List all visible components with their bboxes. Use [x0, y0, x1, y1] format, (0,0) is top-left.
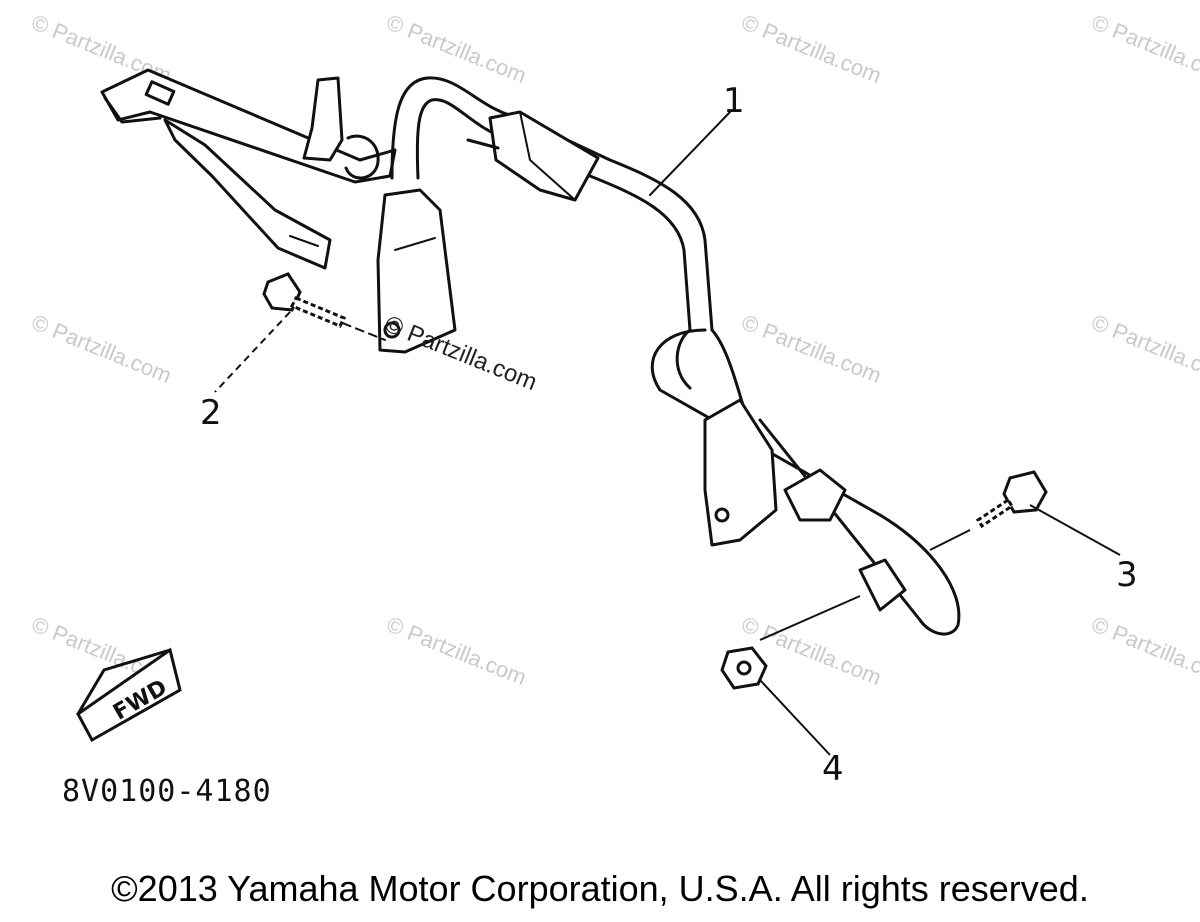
callout-part-1[interactable]: 1 — [723, 81, 745, 121]
fwd-arrow-icon: FWD — [76, 647, 182, 743]
watermark: © Partzilla.com — [1088, 9, 1200, 88]
copyright-notice: ©2013 Yamaha Motor Corporation, U.S.A. A… — [111, 868, 1089, 909]
watermark: © Partzilla.com — [1088, 309, 1200, 388]
watermark: © Partzilla.com — [738, 9, 885, 88]
watermark: © Partzilla.com — [28, 309, 175, 388]
callouts: 1 2 3 4 — [200, 81, 1138, 789]
handle-frame-drawing — [100, 68, 961, 636]
watermark: © Partzilla.com — [383, 611, 530, 690]
nut-part-4-drawing — [720, 595, 861, 756]
bolt-part-3-drawing — [929, 470, 1121, 556]
diagram-code: 8V0100-4180 — [62, 774, 272, 809]
watermark: © Partzilla.com — [738, 309, 885, 388]
watermark: © Partzilla.com — [1088, 611, 1200, 690]
callout-part-4[interactable]: 4 — [822, 749, 844, 789]
callout-part-3[interactable]: 3 — [1116, 555, 1138, 595]
callout-part-2[interactable]: 2 — [200, 393, 222, 433]
bolt-part-2-drawing — [214, 272, 347, 393]
watermark: © Partzilla.com — [383, 9, 530, 88]
